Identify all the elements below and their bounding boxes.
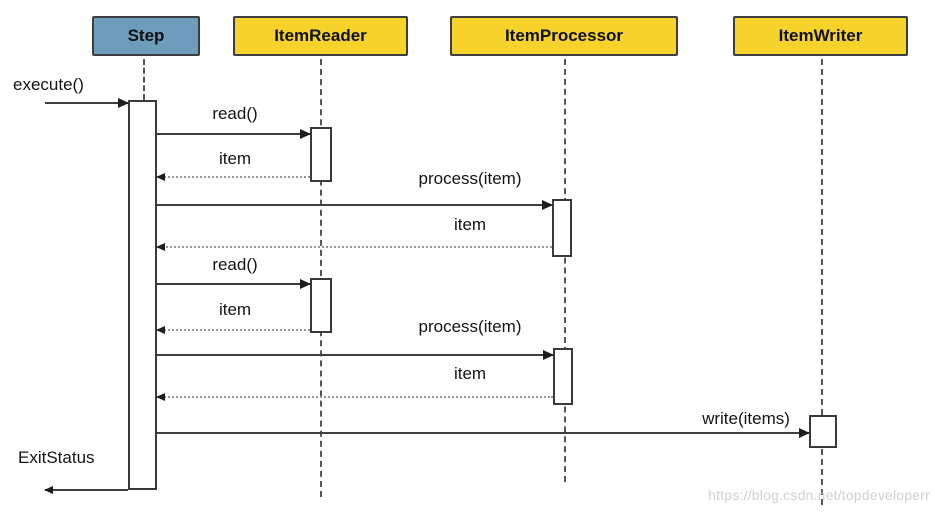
participant-itemprocessor-label: ItemProcessor	[504, 26, 624, 45]
message-label-exitstatus: ExitStatus	[18, 448, 95, 467]
watermark-url: https://blog.csdn.net/topdeveloperr	[708, 487, 930, 503]
participant-itemreader-label: ItemReader	[274, 26, 367, 45]
participant-itemwriter: ItemWriter	[733, 16, 908, 56]
lifeline-step	[143, 59, 145, 100]
arrow-item-return-2	[156, 243, 552, 251]
message-label-process-1: process(item)	[418, 169, 522, 188]
activation-itemreader-2	[310, 278, 332, 333]
activation-itemprocessor-1	[552, 199, 572, 257]
lifeline-itemwriter	[821, 59, 823, 505]
arrow-exitstatus	[44, 486, 128, 494]
arrow-item-return-3	[156, 326, 310, 334]
activation-step	[128, 100, 157, 490]
lifeline-itemprocessor	[564, 59, 566, 482]
message-label-process-2: process(item)	[418, 317, 522, 336]
arrow-item-return-4	[156, 393, 553, 401]
arrow-read-2	[157, 279, 311, 289]
message-label-item-1: item	[218, 149, 252, 168]
message-label-read-1: read()	[212, 104, 258, 123]
message-label-item-4: item	[453, 364, 487, 383]
arrow-process-1	[157, 200, 553, 210]
participant-itemwriter-label: ItemWriter	[778, 26, 863, 45]
activation-itemprocessor-2	[553, 348, 573, 405]
arrow-read-1	[157, 129, 311, 139]
participant-itemprocessor: ItemProcessor	[450, 16, 678, 56]
arrow-execute	[45, 98, 129, 108]
participant-itemreader: ItemReader	[233, 16, 408, 56]
message-label-write: write(items)	[702, 409, 790, 428]
message-label-read-2: read()	[212, 255, 258, 274]
message-label-item-2: item	[453, 215, 487, 234]
message-label-item-3: item	[218, 300, 252, 319]
arrow-process-2	[157, 350, 554, 360]
message-label-execute: execute()	[13, 75, 84, 94]
arrow-write	[157, 428, 810, 438]
participant-step-label: Step	[127, 26, 165, 45]
activation-itemwriter	[809, 415, 837, 448]
activation-itemreader-1	[310, 127, 332, 182]
participant-step: Step	[92, 16, 200, 56]
arrow-item-return-1	[156, 173, 310, 181]
